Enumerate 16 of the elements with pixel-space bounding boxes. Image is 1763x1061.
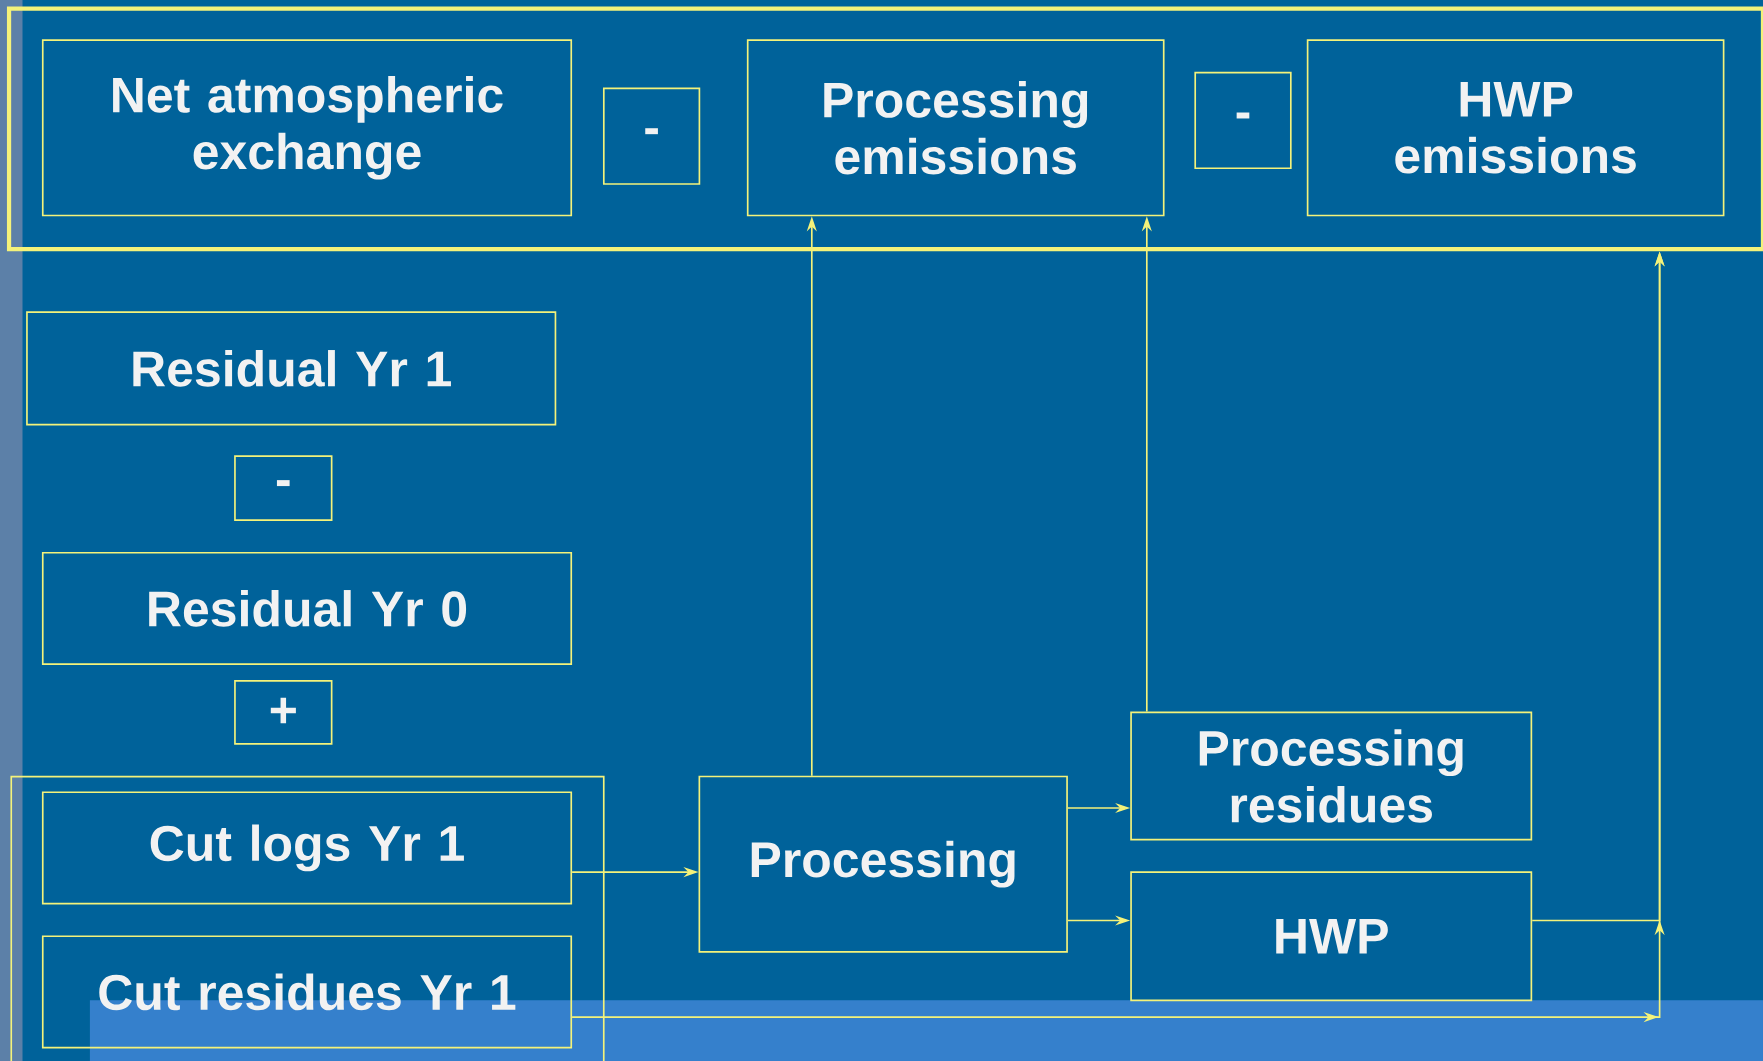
term-box: Residual Yr 1 xyxy=(26,311,557,426)
operator-box: - xyxy=(602,87,701,185)
term-box: HWP emissions xyxy=(1306,39,1725,217)
summary-band xyxy=(6,6,1763,252)
operator-box: - xyxy=(234,455,333,521)
term-box: Cut residues Yr 1 xyxy=(41,935,573,1049)
term-box: HWP xyxy=(1130,871,1533,1002)
process-box: Processing xyxy=(698,775,1068,953)
term-box: Processing residues xyxy=(1130,711,1533,841)
operator-box: + xyxy=(234,680,333,745)
term-box: Cut logs Yr 1 xyxy=(41,791,573,905)
term-box: Residual Yr 0 xyxy=(41,551,573,665)
term-box: Processing emissions xyxy=(746,39,1165,217)
operator-box: - xyxy=(1194,71,1292,170)
group-box xyxy=(10,775,605,1061)
term-box: Net atmospheric exchange xyxy=(41,39,573,217)
